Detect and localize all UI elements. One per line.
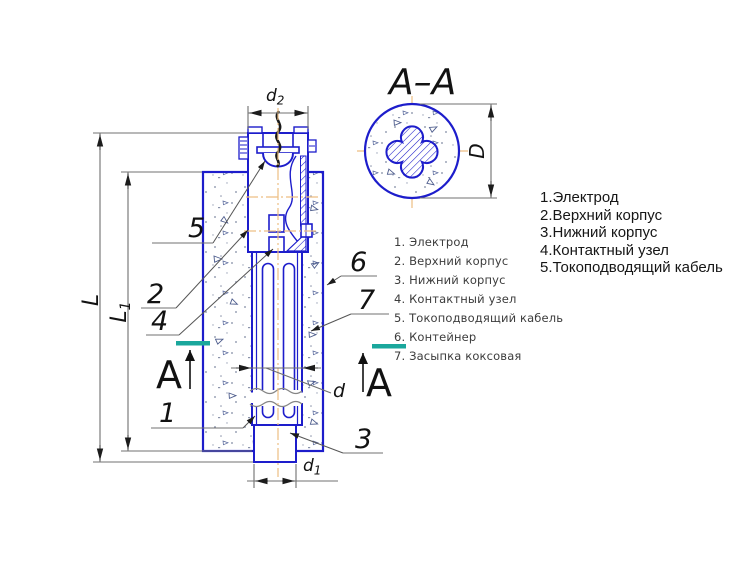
side-list-item: 1.Электрод bbox=[540, 189, 619, 206]
dim-label-d1-main: d bbox=[303, 456, 314, 476]
section-plane-right bbox=[372, 344, 406, 349]
dim-label-d: d bbox=[333, 380, 346, 402]
dim-D: D bbox=[420, 103, 497, 199]
side-parts-list: 1.Электрод 2.Верхний корпус 3.Нижний кор… bbox=[540, 189, 740, 277]
dim-label-d2-sub: 2 bbox=[277, 94, 285, 108]
side-bolt-left bbox=[238, 136, 249, 160]
dim-label-D: D bbox=[465, 143, 489, 158]
callout-leaders: 5 2 4 1 6 7 3 bbox=[141, 160, 389, 455]
electrode-channels bbox=[261, 262, 296, 419]
fill-triangle-marks bbox=[213, 204, 320, 425]
callout-lines bbox=[141, 160, 389, 454]
callout-4: 4 bbox=[151, 306, 168, 337]
lower-housing bbox=[253, 424, 297, 463]
dim-label-L1-main: L bbox=[107, 310, 132, 322]
dimensions: L L1 d2 d d1 bbox=[79, 86, 346, 488]
legend-item: 2. Верхний корпус bbox=[394, 254, 509, 268]
dim-label-d2: d2 bbox=[266, 86, 284, 108]
section-view-title: А–А bbox=[387, 62, 456, 103]
hatched-wall-strip bbox=[300, 155, 307, 227]
centerlines bbox=[244, 108, 320, 477]
section-triangle-marks bbox=[386, 119, 438, 186]
callout-7: 7 bbox=[358, 285, 375, 316]
main-view bbox=[201, 108, 325, 477]
callout-5: 5 bbox=[188, 213, 205, 244]
callout-2: 2 bbox=[147, 279, 164, 310]
electrode bbox=[249, 251, 304, 426]
legend-item: 4. Контактный узел bbox=[394, 292, 517, 306]
legend-item: 7. Засыпка коксовая bbox=[394, 349, 522, 363]
callout-3: 3 bbox=[355, 424, 372, 455]
dim-label-L: L bbox=[79, 294, 104, 306]
legend-item: 5. Токоподводящий кабель bbox=[394, 311, 564, 325]
dim-label-L1: L1 bbox=[107, 301, 134, 322]
dim-label-d1: d1 bbox=[303, 456, 321, 478]
dim-label-d1-sub: 1 bbox=[314, 464, 322, 478]
section-letter-left: А bbox=[156, 353, 182, 397]
legend-item: 3. Нижний корпус bbox=[394, 273, 506, 287]
section-cut-markers: А А bbox=[156, 341, 406, 405]
section-plane-left bbox=[176, 341, 210, 346]
side-bolt-right bbox=[307, 139, 317, 153]
side-list-item: 4.Контактный узел bbox=[540, 241, 669, 259]
dim-arrows bbox=[96, 109, 318, 485]
dim-lines bbox=[93, 106, 338, 488]
drawing-parts-legend: 1. Электрод 2. Верхний корпус 3. Нижний … bbox=[394, 233, 564, 366]
side-list-item: 2.Верхний корпус bbox=[540, 206, 663, 224]
legend-item: 1. Электрод bbox=[394, 235, 469, 249]
electrode-cross-section bbox=[385, 125, 439, 179]
legend-item: 6. Контейнер bbox=[394, 330, 477, 344]
callout-1: 1 bbox=[159, 398, 176, 429]
break-lines bbox=[249, 387, 304, 408]
side-list-item: 3.Нижний корпус bbox=[540, 224, 658, 242]
electrode-walls bbox=[255, 252, 299, 425]
dim-label-d2-main: d bbox=[266, 86, 277, 106]
side-list-item: 5.Токоподводящий кабель bbox=[540, 259, 723, 277]
section-letter-right: А bbox=[366, 361, 392, 405]
dim-label-L1-sub: 1 bbox=[118, 301, 134, 310]
callout-6: 6 bbox=[350, 247, 367, 278]
callout-numbers: 5 2 4 1 6 7 3 bbox=[147, 213, 375, 455]
section-view-AA: А–А D bbox=[357, 62, 497, 208]
